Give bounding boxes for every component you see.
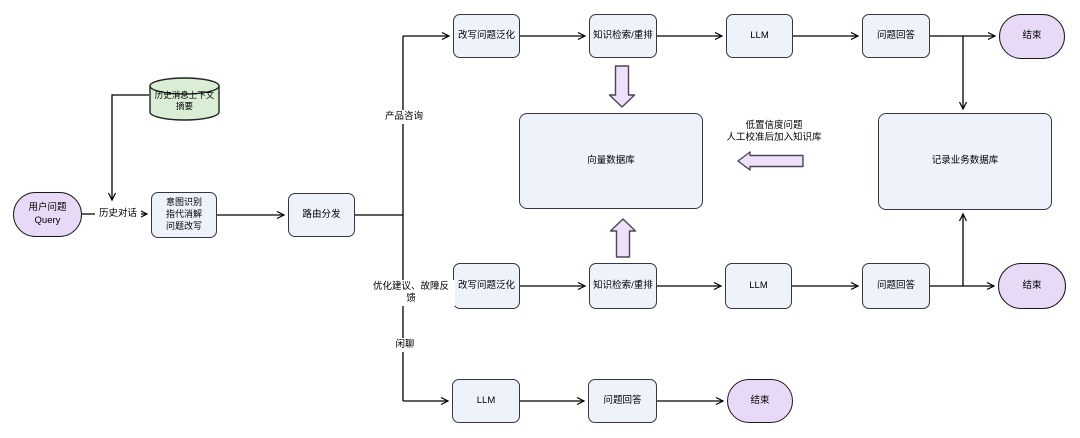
node-answer-feedback: 问题回答 (862, 263, 930, 309)
node-router: 路由分发 (288, 193, 355, 237)
node-history-summary-cylinder: 历史消息上下文 摘要 (149, 77, 220, 121)
node-end-feedback: 结束 (998, 263, 1066, 309)
edge-label-branch-feedback: 优化建议、故障反馈 (367, 280, 455, 306)
node-history-summary-label: 历史消息上下文 摘要 (154, 90, 215, 112)
node-end-product: 结束 (999, 14, 1065, 59)
node-retrieve-product: 知识检索/重排 (589, 14, 657, 58)
edge-history-to-flow (112, 94, 149, 200)
node-vector-db: 向量数据库 (519, 113, 703, 209)
edge-label-low-confidence: 低置信度问题 人工校准后加入知识库 (726, 120, 822, 143)
block-arrow-recorddb-to-vectordb (737, 151, 804, 171)
node-rewrite-feedback: 改写问题泛化 (453, 263, 520, 309)
node-answer-product: 问题回答 (862, 14, 930, 58)
node-retrieve-feedback: 知识检索/重排 (589, 263, 657, 309)
node-llm-chat: LLM (452, 379, 520, 423)
edge-label-history-dialog: 历史对话 (95, 207, 141, 221)
node-intent-recognition: 意图识别 指代消解 问题改写 (151, 192, 217, 238)
node-llm-product: LLM (726, 14, 793, 58)
block-arrow-down-to-vectordb (608, 65, 636, 108)
node-answer-chat: 问题回答 (588, 379, 657, 423)
edge-label-branch-chitchat: 闲聊 (391, 338, 419, 352)
node-user-query: 用户问题 Query (13, 192, 82, 237)
cylinder-shape-icon (149, 77, 220, 121)
edge-label-branch-product: 产品咨询 (380, 110, 428, 124)
node-rewrite-product: 改写问题泛化 (453, 14, 520, 58)
node-llm-feedback: LLM (725, 263, 792, 309)
node-end-chat: 结束 (727, 379, 793, 423)
node-record-db: 记录业务数据库 (878, 113, 1052, 210)
block-arrow-up-to-vectordb (609, 218, 637, 258)
